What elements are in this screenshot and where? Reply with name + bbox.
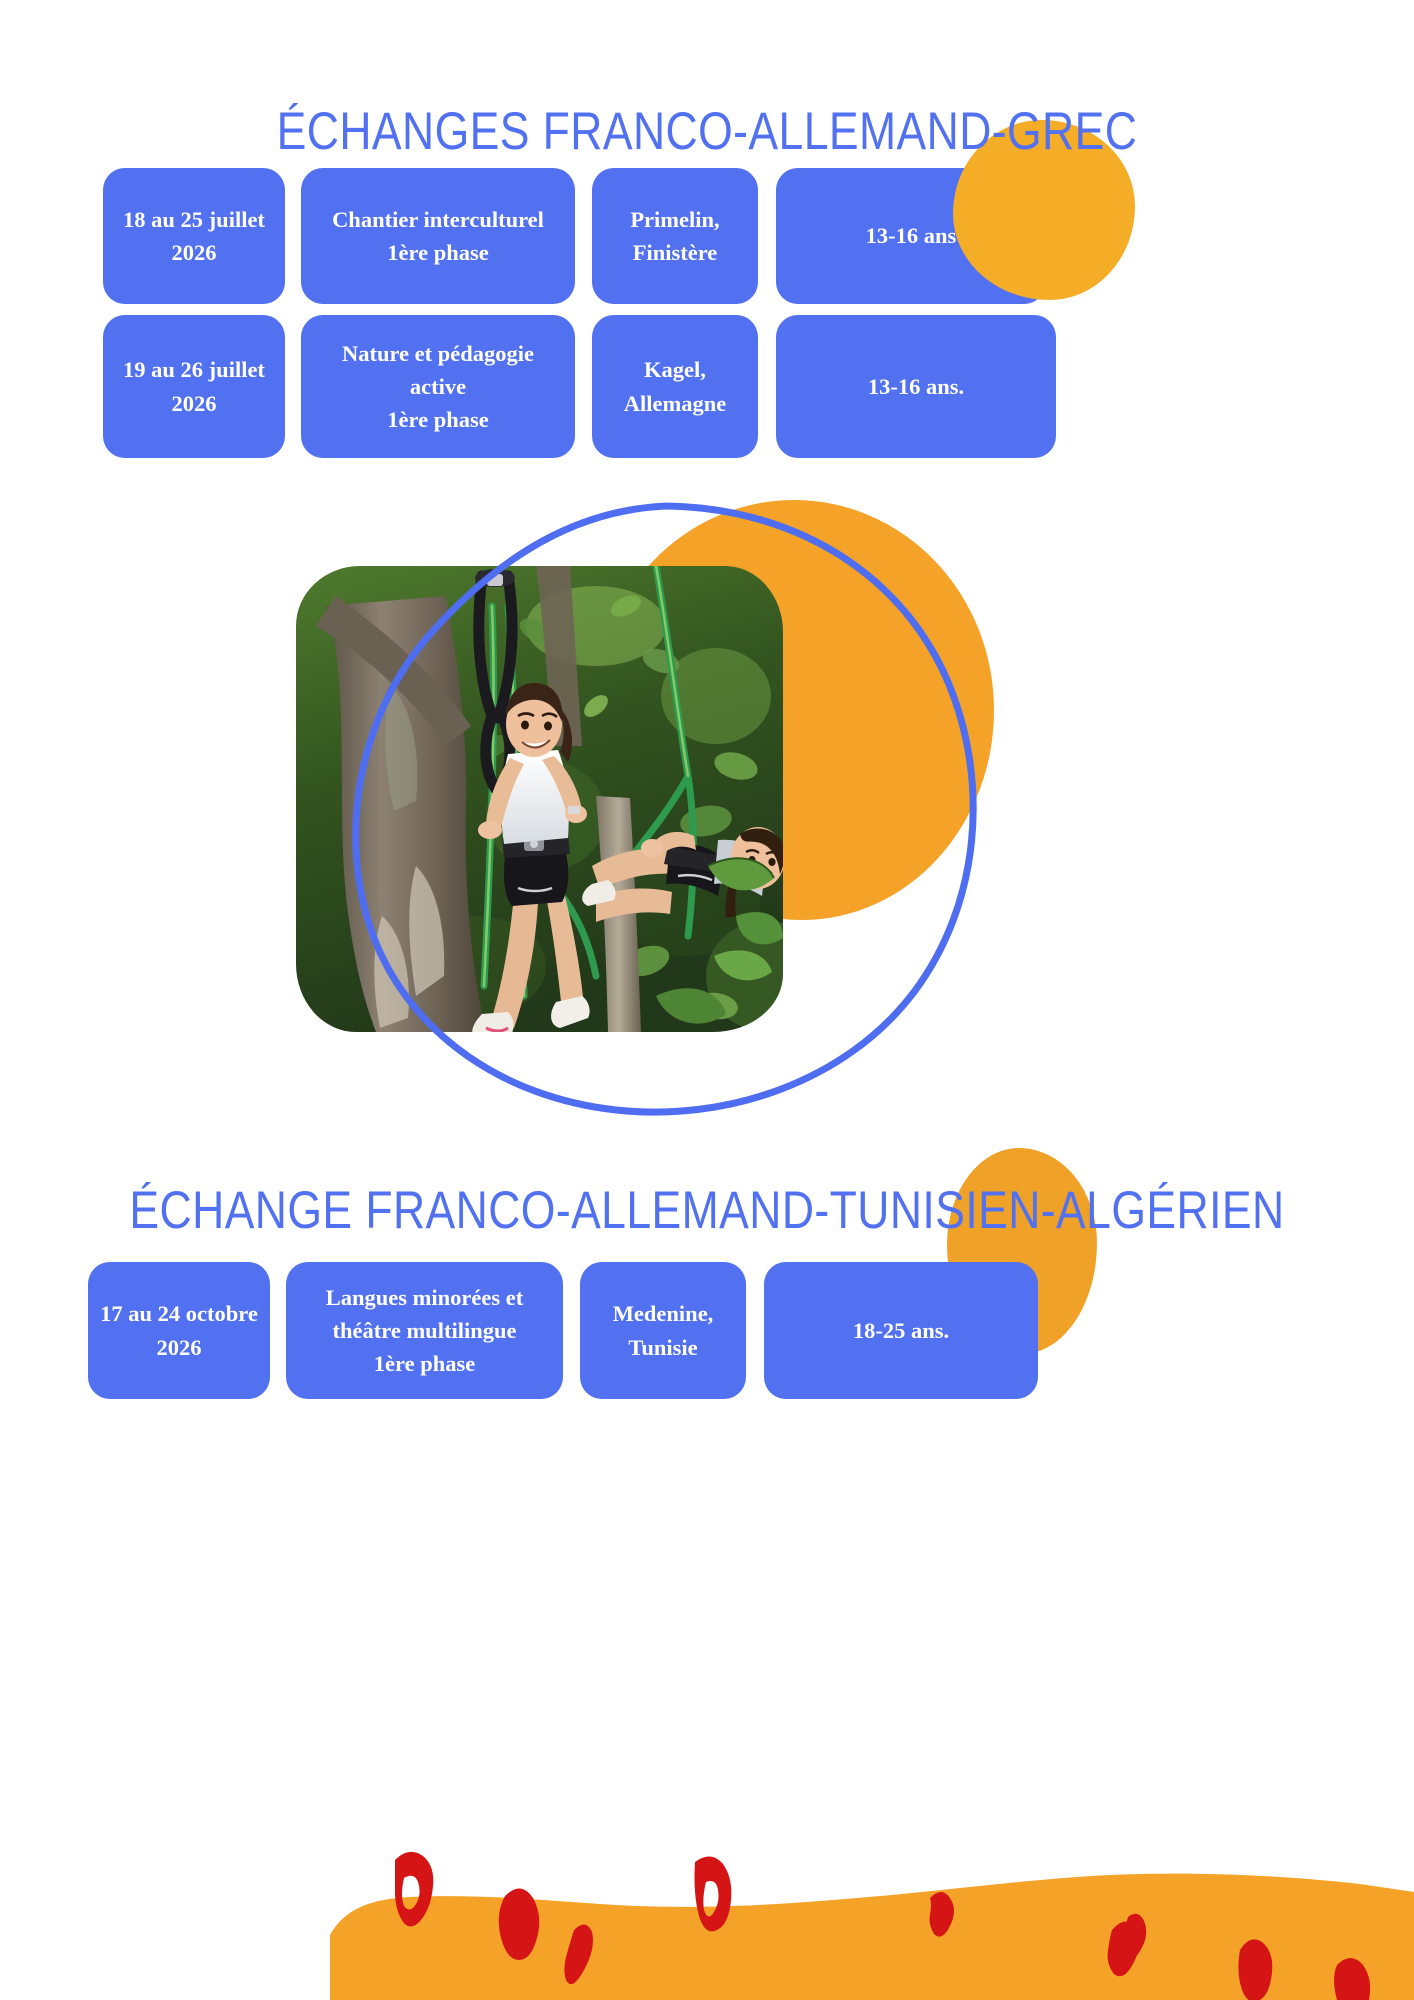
card-place[interactable]: Primelin, Finistère: [592, 168, 758, 304]
card-place[interactable]: Kagel, Allemagne: [592, 315, 758, 458]
card-ages[interactable]: 13-16 ans: [776, 168, 1046, 304]
info-row-exchange-2: 19 au 26 juillet 2026 Nature et pédagogi…: [103, 315, 1056, 458]
card-ages[interactable]: 13-16 ans.: [776, 315, 1056, 458]
card-place[interactable]: Medenine, Tunisie: [580, 1262, 746, 1399]
section-title-franco-allemand-grec: ÉCHANGES FRANCO-ALLEMAND-GREC: [276, 101, 1138, 161]
section-title-franco-allemand-tunisien-algerien: ÉCHANGE FRANCO-ALLEMAND-TUNISIEN-ALGÉRIE…: [129, 1180, 1285, 1240]
card-dates[interactable]: 17 au 24 octobre 2026: [88, 1262, 270, 1399]
info-row-exchange-1: 18 au 25 juillet 2026 Chantier intercult…: [103, 168, 1046, 304]
card-ages[interactable]: 18-25 ans.: [764, 1262, 1038, 1399]
bottom-band-decoration: [0, 1800, 1414, 2000]
info-row-exchange-3: 17 au 24 octobre 2026 Langues minorées e…: [88, 1262, 1038, 1399]
card-dates[interactable]: 19 au 26 juillet 2026: [103, 315, 285, 458]
card-theme[interactable]: Chantier interculturel 1ère phase: [301, 168, 575, 304]
tree-climbing-photo: [296, 566, 783, 1032]
card-dates[interactable]: 18 au 25 juillet 2026: [103, 168, 285, 304]
card-theme[interactable]: Langues minorées et théâtre multilingue …: [286, 1262, 563, 1399]
card-theme[interactable]: Nature et pédagogie active 1ère phase: [301, 315, 575, 458]
